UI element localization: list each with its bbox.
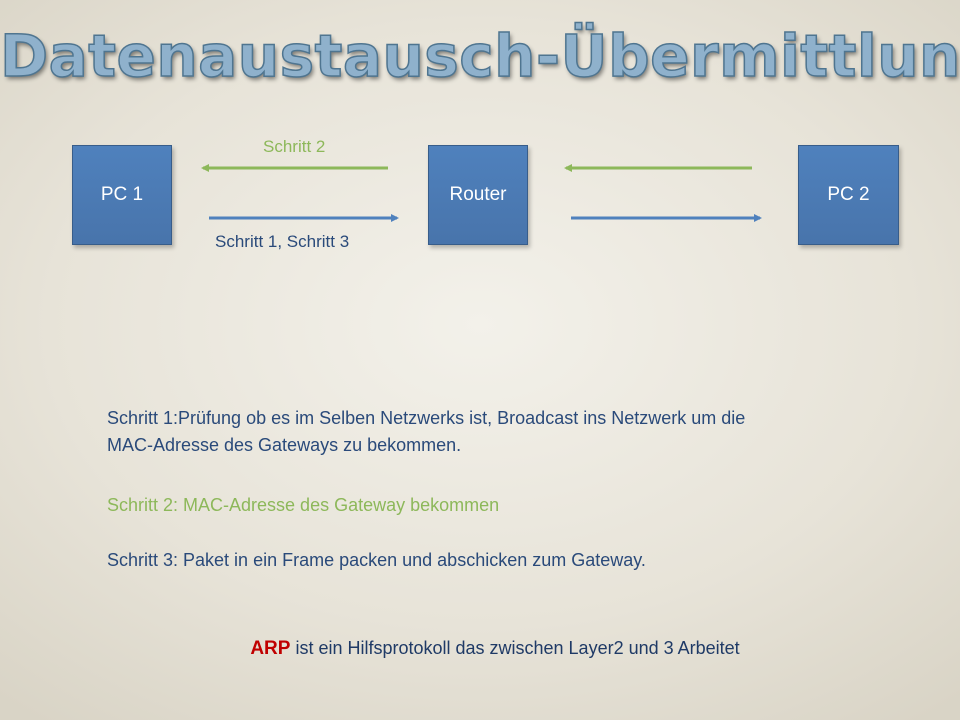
pc2-label: PC 2 [827,184,870,205]
pc1-label: PC 1 [100,184,144,205]
arp-description: ist ein Hilfsprotokoll das zwischen Laye… [290,638,740,658]
pc2-box: PC 2 [798,145,899,245]
router-box: Router [428,145,528,245]
step1-line2: MAC-Adresse des Gateways zu bekommen. [107,435,462,455]
arrow-label-schritt-2: Schritt 2 [263,137,326,156]
step2-text: Schritt 2: MAC-Adresse des Gateway bekom… [107,495,500,515]
arp-footer: ARP ist ein Hilfsprotokoll das zwischen … [0,638,960,660]
slide-title: Datenaustausch-Übermittlung [0,21,960,91]
router-label: Router [449,184,507,205]
arp-keyword: ARP [250,638,291,659]
step1-text: Schritt 1:Prüfung ob es im Selben Netzwe… [107,405,907,459]
pc1-box: PC 1 [72,145,172,245]
arrow-label-schritt-1-3: Schritt 1, Schritt 3 [215,232,350,251]
step3-text: Schritt 3: Paket in ein Frame packen und… [107,550,646,570]
step1-line1: Schritt 1:Prüfung ob es im Selben Netzwe… [107,408,746,428]
